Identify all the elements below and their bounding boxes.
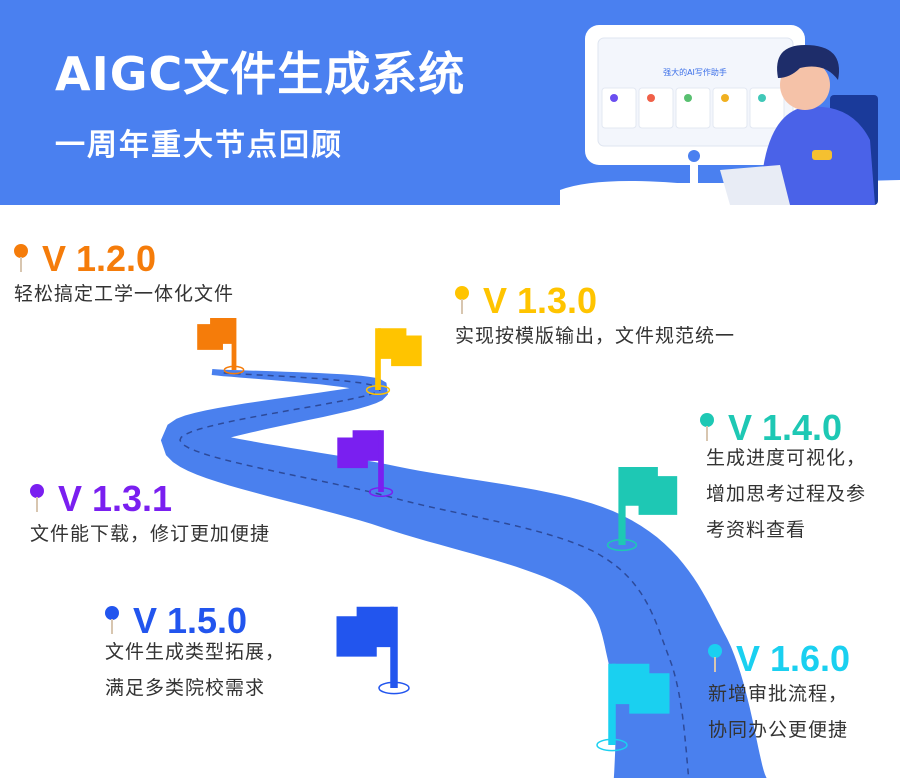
description-line: 增加思考过程及参 [706, 483, 867, 505]
milestone-description: 文件能下载，修订更加便捷 [30, 516, 270, 552]
pin-icon [105, 606, 119, 636]
timeline-road [160, 369, 767, 778]
milestone-version: V 1.4.0 [700, 407, 842, 449]
milestone-version: V 1.6.0 [708, 638, 850, 680]
computer-illustration: 强大的AI写作助手 [560, 25, 900, 205]
description-line: 协同办公更便捷 [708, 719, 849, 741]
page-subtitle: 一周年重大节点回顾 [55, 128, 343, 163]
description-line: 生成进度可视化， [706, 447, 867, 469]
version-label: V 1.4.0 [728, 407, 843, 448]
description-line: 实现按模版输出，文件规范统一 [455, 325, 736, 347]
milestone-flag [337, 430, 394, 498]
version-label: V 1.6.0 [736, 638, 851, 679]
milestone-flag [336, 606, 410, 695]
description-line: 新增审批流程， [708, 683, 849, 705]
description-line: 文件能下载，修订更加便捷 [30, 523, 271, 545]
version-label: V 1.3.0 [483, 280, 598, 321]
pin-icon [708, 644, 722, 674]
pin-icon [14, 244, 28, 274]
description-line: 文件生成类型拓展， [105, 641, 286, 663]
milestone-flag [606, 467, 678, 552]
milestone-flag [596, 663, 670, 752]
pin-icon [455, 286, 469, 316]
version-label: V 1.2.0 [42, 238, 157, 279]
milestone-flag [365, 328, 422, 396]
road-centerline [179, 372, 690, 778]
description-line: 考资料查看 [706, 519, 807, 541]
milestone-flag [197, 318, 245, 375]
page-title: AIGC文件生成系统 [55, 47, 466, 101]
milestone-version: V 1.5.0 [105, 600, 247, 642]
version-label: V 1.3.1 [58, 478, 173, 519]
milestone-version: V 1.2.0 [14, 238, 156, 280]
milestone-version: V 1.3.1 [30, 478, 172, 520]
milestone-description: 新增审批流程， 协同办公更便捷 [708, 676, 848, 748]
milestone-description: 文件生成类型拓展， 满足多类院校需求 [105, 634, 285, 706]
description-line: 轻松搞定工学一体化文件 [14, 283, 235, 305]
milestone-version: V 1.3.0 [455, 280, 597, 322]
description-line: 满足多类院校需求 [105, 677, 266, 699]
milestone-description: 生成进度可视化， 增加思考过程及参考资料查看 [706, 440, 866, 548]
screen-heading: 强大的AI写作助手 [663, 67, 727, 77]
milestone-description: 实现按模版输出，文件规范统一 [455, 318, 735, 354]
version-label: V 1.5.0 [133, 600, 248, 641]
milestone-description: 轻松搞定工学一体化文件 [14, 276, 234, 312]
pin-icon [700, 413, 714, 443]
pin-icon [30, 484, 44, 514]
